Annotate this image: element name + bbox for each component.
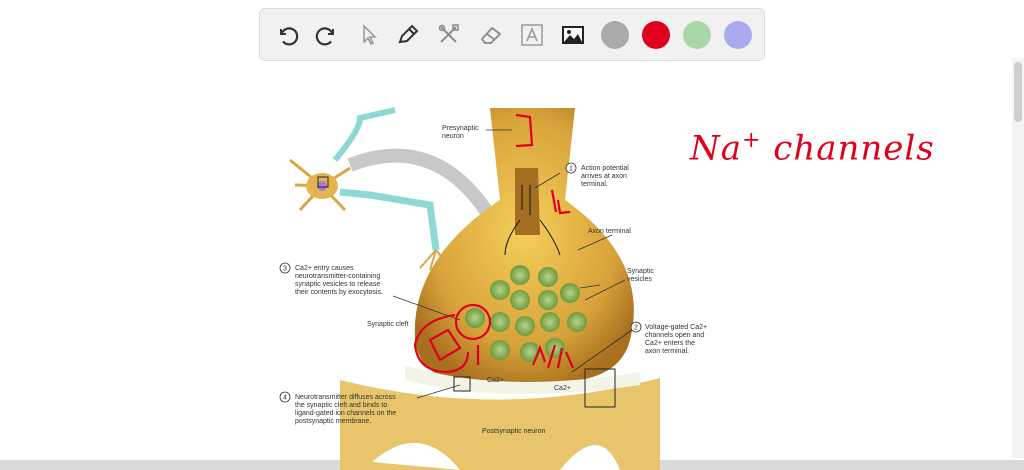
label-ca-left: Ca2+ (487, 377, 504, 384)
image-icon[interactable] (558, 20, 588, 50)
eraser-icon[interactable] (476, 20, 506, 50)
text-icon[interactable] (517, 20, 547, 50)
vertical-scrollbar[interactable] (1012, 58, 1024, 458)
color-purple-swatch[interactable] (724, 21, 752, 49)
redo-icon[interactable] (312, 20, 342, 50)
step-number-4: 4 (283, 395, 287, 402)
undo-icon[interactable] (272, 20, 302, 50)
label-axon-terminal: Axon terminal (588, 228, 631, 235)
label-ca-right: Ca2+ (554, 385, 571, 392)
step-number-1: 1 (569, 166, 573, 173)
highlight-box-right (584, 368, 616, 408)
red-pen-annotations (413, 113, 575, 374)
color-red-swatch[interactable] (642, 21, 670, 49)
label-synaptic-cleft: Synaptic cleft (367, 321, 409, 328)
highlight-box-left (453, 376, 471, 392)
pen-icon[interactable] (393, 20, 423, 50)
step-number-2: 2 (634, 325, 638, 332)
neuron-illustration (289, 107, 449, 271)
color-green-swatch[interactable] (683, 21, 711, 49)
synaptic-vesicles (465, 265, 587, 362)
zoom-arrow (347, 148, 502, 229)
step-number-3: 3 (283, 266, 287, 273)
drawing-toolbar (259, 8, 765, 61)
vertical-scroll-thumb[interactable] (1014, 62, 1022, 122)
label-postsynaptic: Postsynaptic neuron (482, 428, 546, 435)
color-gray-swatch[interactable] (601, 21, 629, 49)
handwritten-annotation: Na+ channels (690, 128, 935, 169)
pointer-icon[interactable] (354, 20, 384, 50)
tools-icon[interactable] (434, 20, 464, 50)
axon-terminal-shape (414, 108, 634, 382)
